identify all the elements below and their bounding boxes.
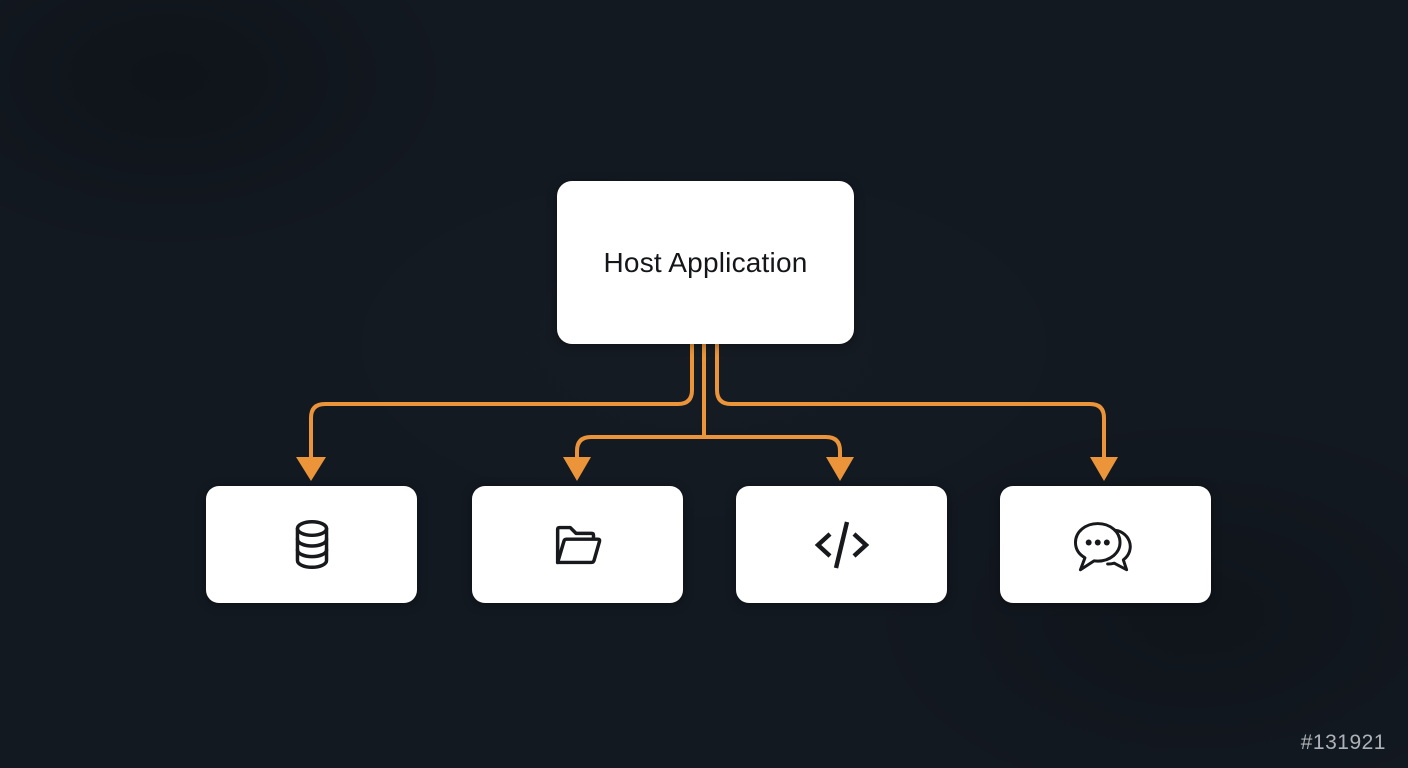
child-node-chat bbox=[1000, 486, 1211, 603]
child-node-folder bbox=[472, 486, 683, 603]
child-node-database bbox=[206, 486, 417, 603]
code-icon bbox=[809, 517, 875, 573]
database-icon bbox=[281, 514, 343, 576]
child-node-code bbox=[736, 486, 947, 603]
host-application-node: Host Application bbox=[557, 181, 854, 344]
folder-icon bbox=[545, 514, 611, 576]
chat-icon bbox=[1066, 512, 1146, 578]
watermark-hex-label: #131921 bbox=[1300, 731, 1386, 754]
host-application-label: Host Application bbox=[603, 246, 808, 278]
